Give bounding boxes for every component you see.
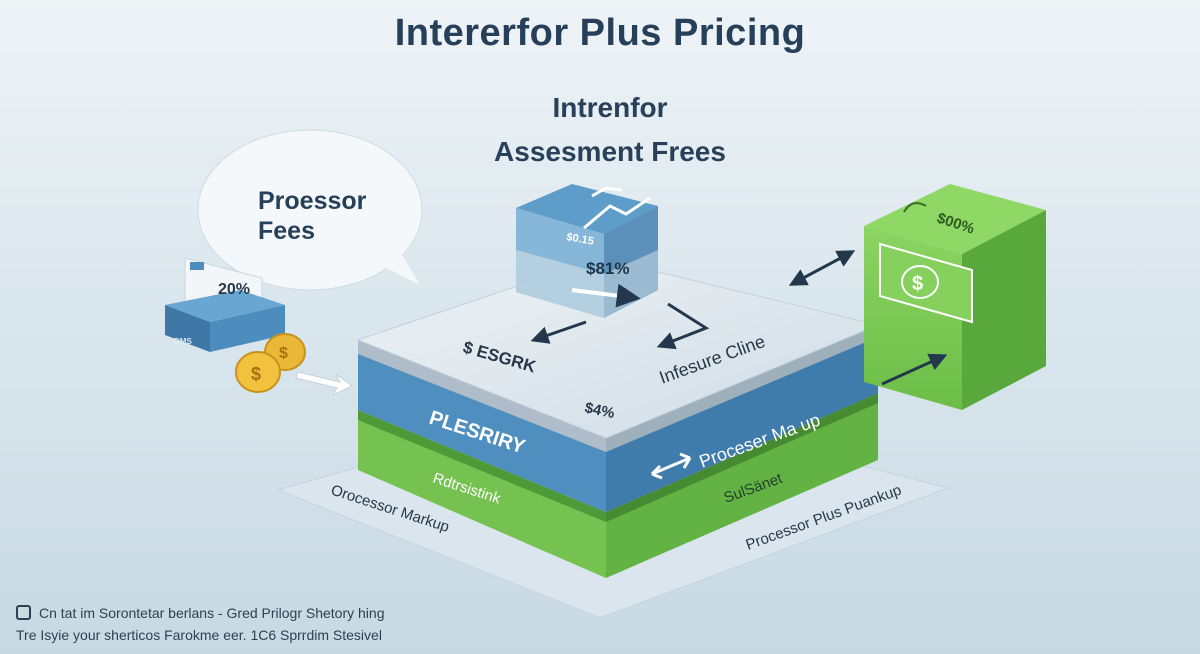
assessment-heading-line1: Intrenfor xyxy=(552,92,668,123)
card-label: DMS xyxy=(174,337,192,346)
cube-small-label: $0.15 xyxy=(565,231,594,248)
speech-bubble xyxy=(197,129,423,291)
page-title: Intererfor Plus Pricing xyxy=(394,12,806,54)
assessment-heading-line2: Assesment Frees xyxy=(494,136,726,167)
svg-text:$: $ xyxy=(912,273,923,295)
bubble-line1: Proessor xyxy=(258,187,367,215)
arrow-up-right xyxy=(881,353,948,386)
svg-text:$: $ xyxy=(279,345,288,362)
arrow-right-icon xyxy=(295,371,353,397)
cube-pct-label: $81% xyxy=(586,259,629,278)
arrow-down-right xyxy=(656,302,710,350)
footer-caption: Cn tat im Sorontetar berlans - Gred Pril… xyxy=(16,602,385,646)
assessment-cube xyxy=(516,184,658,318)
top-pct-label: $4% xyxy=(583,399,616,422)
info-icon xyxy=(16,605,31,620)
processor-fees-bubble: Proessor Fees xyxy=(258,186,366,246)
double-arrow-icon xyxy=(650,452,692,480)
card-pct: 20% xyxy=(218,281,250,298)
footer-line1: Cn tat im Sorontetar berlans - Gred Pril… xyxy=(39,605,385,621)
arrow-down-left xyxy=(530,320,587,344)
bubble-line2: Fees xyxy=(258,217,315,245)
double-arrow-icon-right xyxy=(788,250,856,286)
credit-card-icon xyxy=(165,257,285,352)
main-platform xyxy=(356,257,880,578)
coins-icon: $ $ xyxy=(235,333,306,393)
footer-line2: Tre Isyie your sherticos Farokme eer. 1C… xyxy=(16,627,382,643)
svg-text:$: $ xyxy=(251,364,261,384)
assessment-fees-heading: Intrenfor Assesment Frees xyxy=(440,86,780,174)
